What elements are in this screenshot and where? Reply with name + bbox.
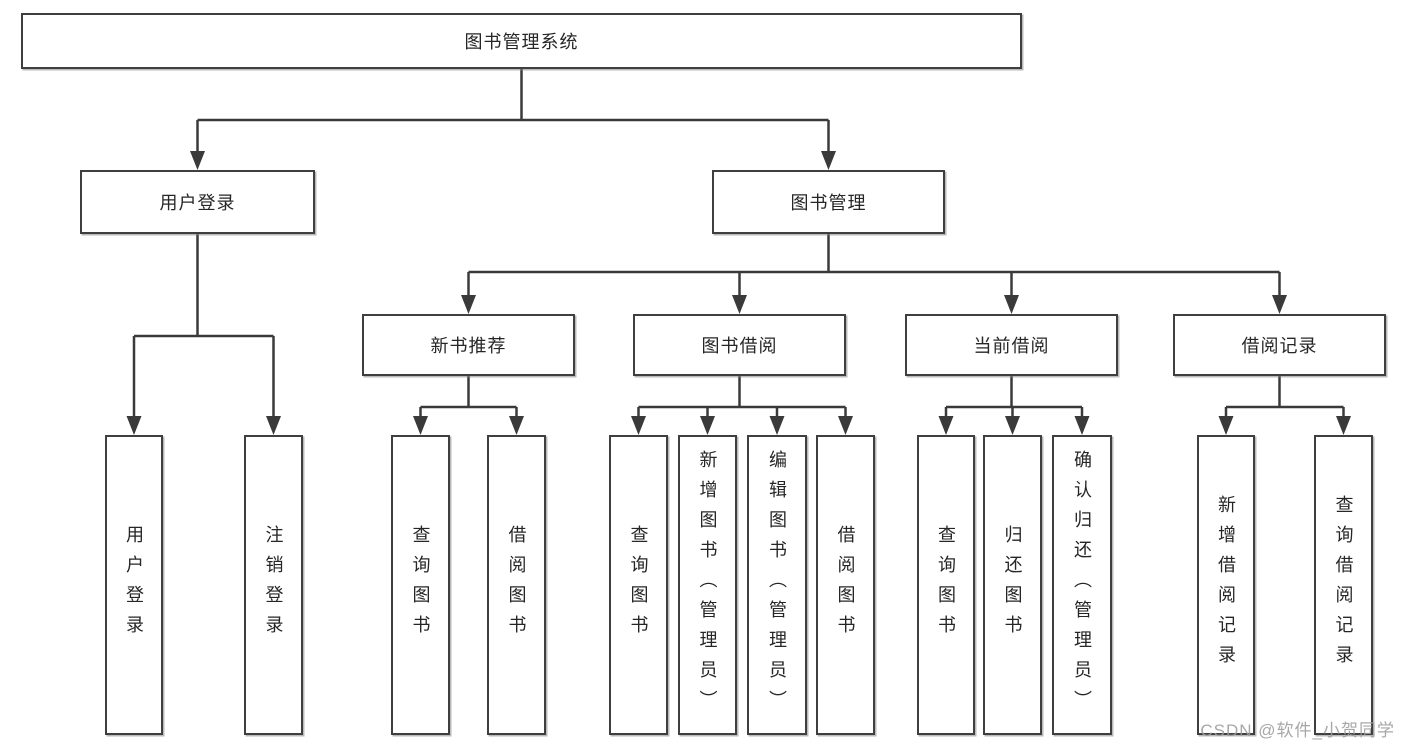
leaf-add-borrow-record: 新增借阅记录 xyxy=(1197,435,1255,735)
node-root-label: 图书管理系统 xyxy=(464,32,579,52)
node-root: 图书管理系统 xyxy=(21,13,1022,69)
leaf-edit-book-admin: 编辑图书（管理员） xyxy=(747,435,807,735)
leaf-user-login: 用户登录 xyxy=(105,435,163,735)
node-new-book-recommend-label: 新书推荐 xyxy=(430,336,507,356)
node-book-management: 图书管理 xyxy=(712,170,945,234)
leaf-logout: 注销登录 xyxy=(244,435,303,735)
node-user-login-label: 用户登录 xyxy=(159,193,236,213)
leaf-query-borrow-record: 查询借阅记录 xyxy=(1314,435,1373,735)
leaf-add-book-admin: 新增图书（管理员） xyxy=(678,435,737,735)
node-borrow-records-label: 借阅记录 xyxy=(1241,336,1318,356)
leaf-return-books: 归还图书 xyxy=(983,435,1042,735)
leaf-query-books-current: 查询图书 xyxy=(917,435,975,735)
node-book-management-label: 图书管理 xyxy=(790,193,867,213)
node-borrow-records: 借阅记录 xyxy=(1173,314,1386,376)
leaf-borrow-books-borrow: 借阅图书 xyxy=(816,435,875,735)
node-current-borrow: 当前借阅 xyxy=(905,314,1118,376)
node-user-login: 用户登录 xyxy=(80,170,315,234)
node-book-borrow: 图书借阅 xyxy=(633,314,846,376)
leaf-query-books-borrow: 查询图书 xyxy=(609,435,668,735)
leaf-query-books-recommend: 查询图书 xyxy=(391,435,450,735)
leaf-borrow-books-recommend: 借阅图书 xyxy=(487,435,546,735)
node-new-book-recommend: 新书推荐 xyxy=(362,314,575,376)
leaf-confirm-return-admin: 确认归还（管理员） xyxy=(1052,435,1112,735)
node-book-borrow-label: 图书借阅 xyxy=(701,336,778,356)
csdn-watermark: CSDN @软件_小贺同学 xyxy=(1200,721,1395,740)
node-current-borrow-label: 当前借阅 xyxy=(973,336,1050,356)
